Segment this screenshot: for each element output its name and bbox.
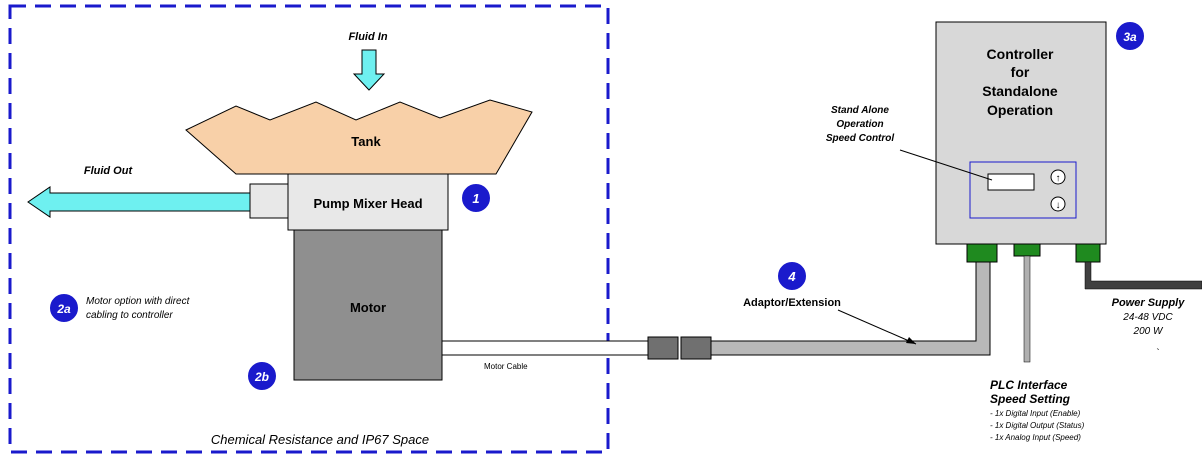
fluid-in-arrow [352,49,386,91]
up-arrow-icon[interactable] [1050,169,1066,185]
plc-item-3: - 1x Analog Input (Speed) [990,433,1081,442]
standalone-pointer [899,149,993,181]
motor-cable-label: Motor Cable [484,362,528,371]
badge-pump: 1 [460,182,492,214]
svg-text:↑: ↑ [1056,173,1061,184]
svg-text:3a: 3a [1123,30,1137,44]
controller-title-3: Standalone [982,83,1058,99]
standalone-label-1: Stand Alone [831,105,889,116]
power-supply-mark: ` [1156,347,1159,359]
motor-option-line-2: cabling to controller [86,310,173,321]
controller-connector-power [1075,243,1101,263]
power-cable [1084,261,1202,290]
adaptor-label: Adaptor/Extension [743,297,841,309]
space-label: Chemical Resistance and IP67 Space [211,432,429,447]
badge-controller: 3a [1114,20,1146,52]
svg-text:↓: ↓ [1056,200,1061,211]
controller-title-2: for [1011,64,1030,80]
standalone-label-3: Speed Control [826,133,895,144]
pump-mixer-head [287,173,449,231]
cable-connector-right [680,336,712,360]
pump-head-label: Pump Mixer Head [313,196,422,211]
plc-item-1: - 1x Digital Input (Enable) [990,409,1081,418]
svg-text:1: 1 [472,191,479,206]
pump-outlet [249,183,289,219]
controller-connector-plc [1013,243,1041,257]
svg-text:2a: 2a [56,302,71,316]
down-arrow-icon[interactable] [1050,196,1066,212]
cable-connector-left [647,336,679,360]
svg-text:4: 4 [787,269,796,284]
plc-item-2: - 1x Digital Output (Status) [990,421,1085,430]
svg-text:2b: 2b [254,370,269,384]
motor [293,229,443,381]
plc-title-1: PLC Interface [990,378,1068,392]
tank-label: Tank [351,134,381,149]
badge-motor: 2b [246,360,278,392]
fluid-out-label: Fluid Out [84,165,134,177]
tank [185,99,533,175]
fluid-in-label: Fluid In [348,31,387,43]
motor-label: Motor [350,300,386,315]
plc-title-2: Speed Setting [990,392,1071,406]
power-supply-title: Power Supply [1112,297,1186,309]
standalone-label-2: Operation [836,119,883,130]
chemical-resistance-space [8,4,610,454]
power-supply-watt: 200 W [1133,326,1164,337]
speed-display [987,173,1035,191]
motor-option-line-1: Motor option with direct [86,296,191,307]
plc-cable [1023,255,1031,363]
badge-motor-option: 2a [48,292,80,324]
adaptor-pointer [837,309,917,345]
controller-connector-motor [966,243,998,263]
fluid-out-arrow [27,186,251,218]
badge-adaptor: 4 [776,260,808,292]
motor-cable [441,340,649,356]
power-supply-voltage: 24-48 VDC [1122,312,1173,323]
controller-title-4: Operation [987,102,1053,118]
controller-title-1: Controller [987,46,1054,62]
